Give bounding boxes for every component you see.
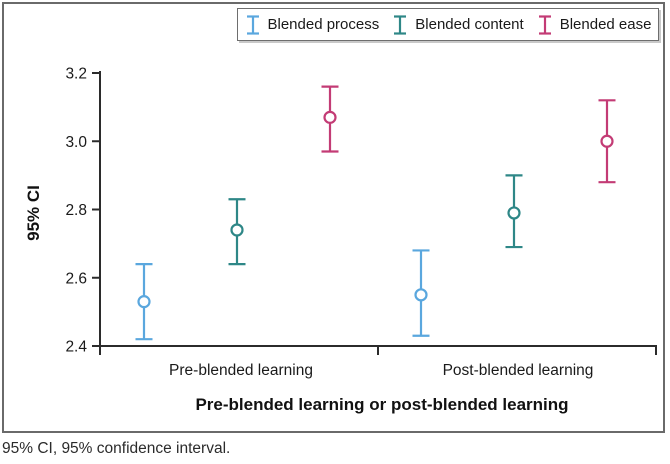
legend-label: Blended ease xyxy=(559,16,652,33)
errorbar-blended-content-pre xyxy=(228,198,246,266)
y-tick-label: 2.4 xyxy=(65,339,87,356)
errorbar-glyph-icon xyxy=(538,14,551,35)
legend-item-blended-content: Blended content xyxy=(392,13,524,37)
mean-marker xyxy=(414,288,428,302)
x-axis-title: Pre-blended learning or post-blended lea… xyxy=(195,395,569,414)
errorbar-blended-content-post xyxy=(505,174,523,249)
x-tick-label-post: Post-blended learning xyxy=(442,362,594,379)
y-tick-label: 2.8 xyxy=(65,202,87,219)
figure-caption: 95% CI, 95% confidence interval. xyxy=(2,440,231,457)
x-tick-label-pre: Pre-blended learning xyxy=(169,362,313,379)
legend-item-blended-process: Blended process xyxy=(245,13,380,37)
y-tick-label: 3.0 xyxy=(65,134,87,151)
mean-marker xyxy=(323,110,337,124)
errorbar-plot: 2.4 2.6 2.8 3.0 3.2 xyxy=(65,66,657,356)
errorbar-blended-ease-post xyxy=(598,99,616,184)
mean-marker xyxy=(600,134,614,148)
mean-marker xyxy=(507,206,521,220)
errorbar-blended-process-pre xyxy=(135,263,153,341)
y-tick-label: 3.2 xyxy=(65,66,87,83)
errorbar-blended-process-post xyxy=(412,249,430,337)
y-tick-label: 2.6 xyxy=(65,270,87,287)
chart-legend: Blended process Blended content Blended ea… xyxy=(237,8,659,41)
errorbar-glyph-icon xyxy=(394,14,407,35)
chart-frame: Blended process Blended content Blended ea… xyxy=(2,2,665,433)
errorbar-blended-ease-pre xyxy=(321,85,339,153)
mean-marker xyxy=(137,295,151,309)
legend-item-blended-ease: Blended ease xyxy=(537,13,652,37)
legend-label: Blended process xyxy=(267,16,380,33)
mean-marker xyxy=(230,223,244,237)
errorbar-glyph-icon xyxy=(246,14,259,35)
legend-label: Blended content xyxy=(415,16,524,33)
